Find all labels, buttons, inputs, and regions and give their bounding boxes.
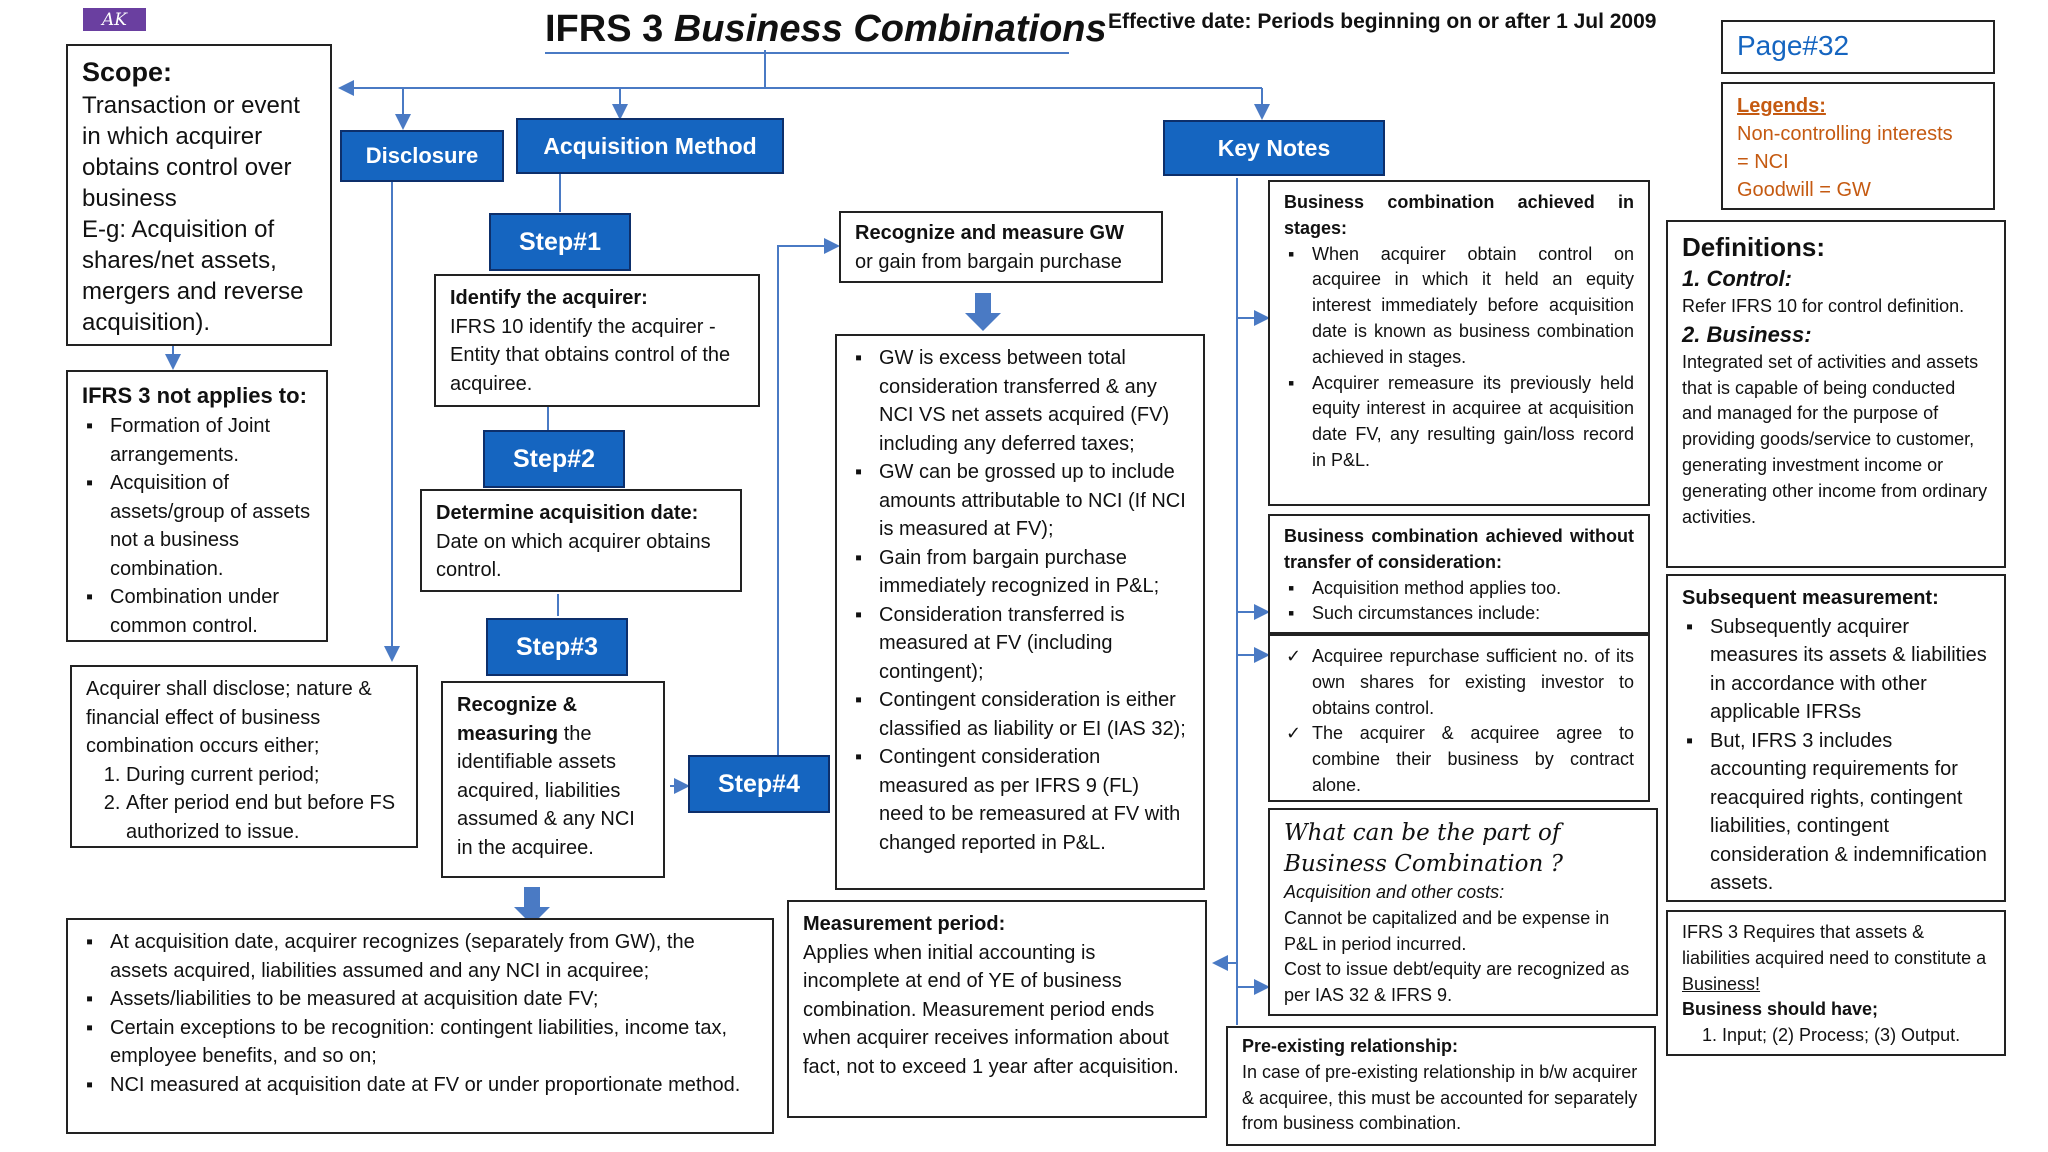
requires-text1: IFRS 3 Requires that assets & liabilitie… bbox=[1682, 922, 1987, 968]
step1-label: Step#1 bbox=[489, 213, 631, 271]
gw-item: Contingent consideration measured as per… bbox=[855, 743, 1189, 857]
no-transfer-check: Acquiree repurchase sufficient no. of it… bbox=[1286, 644, 1634, 721]
legends-box: Legends: Non-controlling interests = NCI… bbox=[1721, 82, 1995, 210]
acquisition-method-label: Acquisition Method bbox=[516, 118, 784, 174]
disclosure-item: During current period; bbox=[126, 761, 402, 790]
scope-text: Transaction or event in which acquirer o… bbox=[82, 92, 300, 212]
measurement-period-heading: Measurement period: bbox=[803, 913, 1006, 935]
measurement-period-text: Applies when initial accounting is incom… bbox=[803, 941, 1179, 1078]
control-text: Refer IFRS 10 for control definition. bbox=[1682, 296, 1965, 316]
title-plain: IFRS 3 bbox=[545, 8, 674, 50]
definitions-heading: Definitions: bbox=[1682, 232, 1825, 262]
key-notes-label: Key Notes bbox=[1163, 120, 1385, 176]
step1-heading: Identify the acquirer: bbox=[450, 287, 648, 309]
part-of-box: What can be the part of Business Combina… bbox=[1268, 808, 1658, 1016]
page-number: Page#32 bbox=[1737, 30, 1850, 61]
step4-label: Step#4 bbox=[688, 755, 830, 813]
legends-heading: Legends: bbox=[1737, 95, 1826, 117]
step3-label: Step#3 bbox=[486, 618, 628, 676]
no-transfer-item: Acquisition method applies too. bbox=[1288, 576, 1634, 602]
stages-box: Business combination achieved in stages:… bbox=[1268, 180, 1650, 506]
gw-item: Consideration transferred is measured at… bbox=[855, 601, 1189, 687]
disclosure-item: After period end but before FS authorize… bbox=[126, 789, 402, 846]
gw-item: Contingent consideration is either class… bbox=[855, 686, 1189, 743]
recognition-item: At acquisition date, acquirer recognizes… bbox=[86, 928, 758, 985]
recognition-item: Certain exceptions to be recognition: co… bbox=[86, 1014, 758, 1071]
step1-box: Identify the acquirer: IFRS 10 identify … bbox=[434, 274, 760, 407]
stages-item: Acquirer remeasure its previously held e… bbox=[1288, 371, 1634, 474]
business-link[interactable]: Business! bbox=[1682, 973, 1761, 994]
recognition-box: At acquisition date, acquirer recognizes… bbox=[66, 918, 774, 1134]
step3-heading: Recognize & measuring bbox=[457, 694, 578, 745]
control-heading: 1. Control: bbox=[1682, 266, 1792, 291]
business-text: Integrated set of activities and assets … bbox=[1682, 351, 1988, 527]
disclosure-intro: Acquirer shall disclose; nature & financ… bbox=[86, 678, 372, 757]
title-italic: Business Combinations bbox=[673, 8, 1107, 50]
pre-existing-heading: Pre-existing relationship: bbox=[1242, 1036, 1459, 1056]
not-applies-heading: IFRS 3 not applies to: bbox=[82, 383, 307, 408]
requires-box: IFRS 3 Requires that assets & liabilitie… bbox=[1666, 910, 2006, 1056]
no-transfer-checks-box: Acquiree repurchase sufficient no. of it… bbox=[1268, 634, 1650, 802]
gw-subheading: or gain from bargain purchase bbox=[855, 250, 1122, 273]
step1-text: IFRS 10 identify the acquirer - Entity t… bbox=[450, 315, 731, 395]
step2-heading: Determine acquisition date: bbox=[436, 502, 699, 524]
page-title: IFRS 3 Business Combinations bbox=[545, 8, 1107, 51]
gw-heading: Recognize and measure GW bbox=[855, 222, 1124, 244]
subsequent-heading: Subsequent measurement: bbox=[1682, 587, 1939, 609]
not-applies-item: Combination under common control. bbox=[86, 583, 312, 640]
requires-heading: Business should have; bbox=[1682, 999, 1879, 1020]
part-of-subheading: Acquisition and other costs: bbox=[1284, 882, 1505, 902]
subsequent-item: Subsequently acquirer measures its asset… bbox=[1686, 613, 1990, 727]
no-transfer-box: Business combination achieved without tr… bbox=[1268, 514, 1650, 634]
gw-item: GW can be grossed up to include amounts … bbox=[855, 458, 1189, 544]
legends-line3: Goodwill = GW bbox=[1737, 179, 1871, 201]
part-of-line2: Cost to issue debt/equity are recognized… bbox=[1284, 959, 1630, 1006]
effective-date: Effective date: Periods beginning on or … bbox=[1108, 10, 1657, 33]
not-applies-item: Acquisition of assets/group of assets no… bbox=[86, 469, 312, 583]
pre-existing-text: In case of pre-existing relationship in … bbox=[1242, 1061, 1638, 1134]
scope-box: Scope: Transaction or event in which acq… bbox=[66, 44, 332, 346]
subsequent-item: But, IFRS 3 includes accounting requirem… bbox=[1686, 727, 1990, 898]
definitions-box: Definitions: 1. Control: Refer IFRS 10 f… bbox=[1666, 220, 2006, 568]
disclosure-label: Disclosure bbox=[340, 130, 504, 182]
subsequent-box: Subsequent measurement: Subsequently acq… bbox=[1666, 574, 2006, 902]
gw-box: GW is excess between total consideration… bbox=[835, 334, 1205, 890]
page-number-box: Page#32 bbox=[1721, 20, 1995, 74]
pre-existing-box: Pre-existing relationship: In case of pr… bbox=[1226, 1026, 1656, 1146]
scope-heading: Scope: bbox=[82, 57, 173, 87]
logo: AK bbox=[83, 8, 146, 31]
recognition-item: NCI measured at acquisition date at FV o… bbox=[86, 1071, 758, 1100]
stages-heading: Business combination achieved in stages: bbox=[1284, 192, 1634, 238]
requires-text: IFRS 3 Requires that assets & liabilitie… bbox=[1682, 920, 1990, 997]
gw-item: GW is excess between total consideration… bbox=[855, 344, 1189, 458]
business-heading: 2. Business: bbox=[1682, 321, 1812, 347]
gw-heading-box: Recognize and measure GW or gain from ba… bbox=[839, 211, 1163, 283]
step2-text: Date on which acquirer obtains control. bbox=[436, 530, 711, 582]
measurement-period-box: Measurement period: Applies when initial… bbox=[787, 900, 1207, 1118]
requires-item: Input; (2) Process; (3) Output. bbox=[1722, 1023, 1990, 1049]
legends-line1: Non-controlling interests bbox=[1737, 123, 1953, 145]
gw-item: Gain from bargain purchase immediately r… bbox=[855, 544, 1189, 601]
step3-box: Recognize & measuring the identifiable a… bbox=[441, 681, 665, 878]
no-transfer-check: The acquirer & acquiree agree to combine… bbox=[1286, 721, 1634, 798]
part-of-heading: What can be the part of Business Combina… bbox=[1284, 820, 1563, 877]
title-underline bbox=[545, 52, 1069, 54]
not-applies-item: Formation of Joint arrangements. bbox=[86, 412, 312, 469]
no-transfer-heading: Business combination achieved without tr… bbox=[1284, 526, 1634, 572]
not-applies-box: IFRS 3 not applies to: Formation of Join… bbox=[66, 370, 328, 642]
recognition-item: Assets/liabilities to be measured at acq… bbox=[86, 985, 758, 1014]
step2-label: Step#2 bbox=[483, 430, 625, 488]
part-of-line1: Cannot be capitalized and be expense in … bbox=[1284, 907, 1610, 954]
step2-box: Determine acquisition date: Date on whic… bbox=[420, 489, 742, 592]
legends-line2: = NCI bbox=[1737, 151, 1789, 173]
no-transfer-item: Such circumstances include: bbox=[1288, 601, 1634, 627]
stages-item: When acquirer obtain control on acquiree… bbox=[1288, 242, 1634, 371]
step3-text: the identifiable assets acquired, liabil… bbox=[457, 722, 635, 859]
disclosure-box: Acquirer shall disclose; nature & financ… bbox=[70, 665, 418, 848]
scope-example: E-g: Acquisition of shares/net assets, m… bbox=[82, 216, 304, 336]
